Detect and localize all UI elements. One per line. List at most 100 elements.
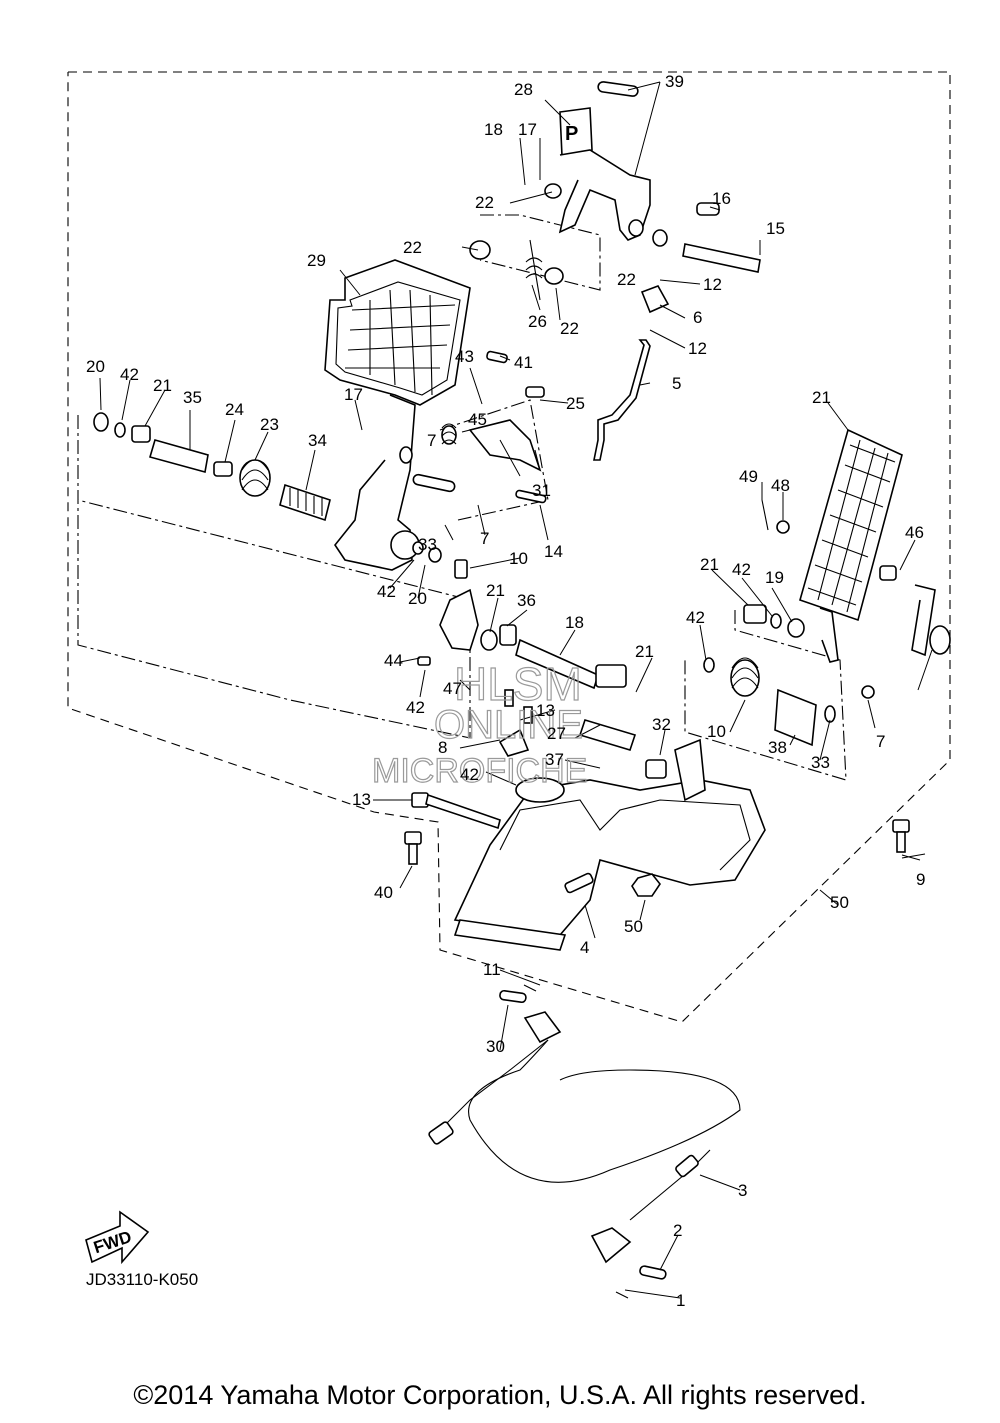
svg-text:MICROFICHE: MICROFICHE bbox=[372, 752, 587, 790]
callout-7: 7 bbox=[480, 529, 489, 548]
callout-44: 44 bbox=[384, 651, 403, 670]
callout-1: 1 bbox=[676, 1291, 685, 1310]
callout-42: 42 bbox=[460, 765, 479, 784]
lever-boundary bbox=[439, 399, 549, 521]
callout-2: 2 bbox=[673, 1221, 682, 1240]
parking-pedal-part: P bbox=[558, 81, 651, 241]
callout-47: 47 bbox=[443, 679, 462, 698]
callout-17: 17 bbox=[518, 120, 537, 139]
callout-6: 6 bbox=[693, 308, 702, 327]
leader-lines bbox=[99, 81, 933, 1299]
callout-10: 10 bbox=[509, 549, 528, 568]
crank-lever-part bbox=[911, 584, 936, 657]
svg-text:ONLINE: ONLINE bbox=[434, 703, 583, 747]
main-bracket-part bbox=[453, 738, 766, 951]
callout-20: 20 bbox=[408, 589, 427, 608]
svg-text:P: P bbox=[565, 123, 578, 145]
bolt-left-part bbox=[404, 831, 422, 865]
callout-34: 34 bbox=[308, 431, 327, 450]
cable-assembly-part bbox=[428, 1011, 741, 1264]
callout-31: 31 bbox=[532, 481, 551, 500]
callout-19: 19 bbox=[765, 568, 784, 587]
callout-16: 16 bbox=[712, 189, 731, 208]
shaft-group-part bbox=[93, 412, 331, 522]
callout-21: 21 bbox=[153, 376, 172, 395]
watermark: HLSM ONLINE MICROFICHE bbox=[371, 657, 588, 790]
callout-17: 17 bbox=[344, 385, 363, 404]
callout-42: 42 bbox=[686, 608, 705, 627]
callout-13: 13 bbox=[352, 790, 371, 809]
callout-41: 41 bbox=[514, 353, 533, 372]
callout-7: 7 bbox=[876, 732, 885, 751]
callout-33: 33 bbox=[811, 753, 830, 772]
callout-12: 12 bbox=[688, 339, 707, 358]
svg-text:HLSM: HLSM bbox=[454, 658, 582, 710]
callout-43: 43 bbox=[455, 347, 474, 366]
pedal-arm-part bbox=[334, 394, 420, 571]
misc-small-parts bbox=[412, 183, 897, 779]
callout-9: 9 bbox=[916, 870, 925, 889]
callout-37: 37 bbox=[545, 750, 564, 769]
callout-4: 4 bbox=[580, 938, 589, 957]
accel-spring-set-part bbox=[703, 604, 836, 747]
callout-42: 42 bbox=[406, 698, 425, 717]
callout-50: 50 bbox=[830, 893, 849, 912]
callout-35: 35 bbox=[183, 388, 202, 407]
callout-42: 42 bbox=[120, 365, 139, 384]
callout-32: 32 bbox=[652, 715, 671, 734]
callout-10: 10 bbox=[707, 722, 726, 741]
callout-22: 22 bbox=[560, 319, 579, 338]
fwd-arrow-icon: FWD bbox=[85, 1210, 150, 1265]
diagram-code: JD33110-K050 bbox=[86, 1270, 199, 1289]
callout-40: 40 bbox=[374, 883, 393, 902]
callout-5: 5 bbox=[672, 374, 681, 393]
cam-bracket-part bbox=[439, 588, 479, 651]
callout-36: 36 bbox=[517, 591, 536, 610]
callout-42: 42 bbox=[377, 582, 396, 601]
callout-28: 28 bbox=[514, 80, 533, 99]
callout-23: 23 bbox=[260, 415, 279, 434]
callout-49: 49 bbox=[739, 467, 758, 486]
rod-part bbox=[593, 339, 651, 461]
callout-50: 50 bbox=[624, 917, 643, 936]
callout-7: 7 bbox=[427, 431, 436, 450]
callout-18: 18 bbox=[565, 613, 584, 632]
callout-30: 30 bbox=[486, 1037, 505, 1056]
brake-pedal-part bbox=[324, 259, 471, 406]
nut-part bbox=[631, 873, 661, 897]
long-bolt-part bbox=[411, 792, 501, 830]
callout-25: 25 bbox=[566, 394, 585, 413]
callout-42: 42 bbox=[732, 560, 751, 579]
callout-21: 21 bbox=[486, 581, 505, 600]
rubber-stop-part bbox=[515, 777, 565, 803]
callout-11: 11 bbox=[483, 960, 501, 979]
pedal-subassembly-boundary bbox=[77, 415, 471, 739]
copyright-notice: ©2014 Yamaha Motor Corporation, U.S.A. A… bbox=[133, 1380, 867, 1410]
clevis-pin-part bbox=[499, 984, 667, 1299]
callout-33: 33 bbox=[418, 535, 437, 554]
callout-8: 8 bbox=[438, 738, 447, 757]
callout-46: 46 bbox=[905, 523, 924, 542]
callout-22: 22 bbox=[475, 193, 494, 212]
callout-21: 21 bbox=[812, 388, 831, 407]
crank-bush-part bbox=[929, 625, 951, 655]
upper-bracket-boundary bbox=[479, 214, 601, 291]
callout-21: 21 bbox=[635, 642, 654, 661]
callout-3: 3 bbox=[738, 1181, 747, 1200]
callout-22: 22 bbox=[403, 238, 422, 257]
callout-12: 12 bbox=[703, 275, 722, 294]
callout-26: 26 bbox=[528, 312, 547, 331]
callout-45: 45 bbox=[468, 410, 487, 429]
bolt-right-part bbox=[892, 819, 910, 853]
callout-15: 15 bbox=[766, 219, 785, 238]
callout-21: 21 bbox=[700, 555, 719, 574]
callout-39: 39 bbox=[665, 72, 684, 91]
assembly-boundary bbox=[67, 71, 951, 1023]
callout-18: 18 bbox=[484, 120, 503, 139]
accelerator-pedal-part bbox=[799, 428, 903, 663]
callout-27: 27 bbox=[547, 724, 566, 743]
callout-24: 24 bbox=[225, 400, 244, 419]
callout-29: 29 bbox=[307, 251, 326, 270]
